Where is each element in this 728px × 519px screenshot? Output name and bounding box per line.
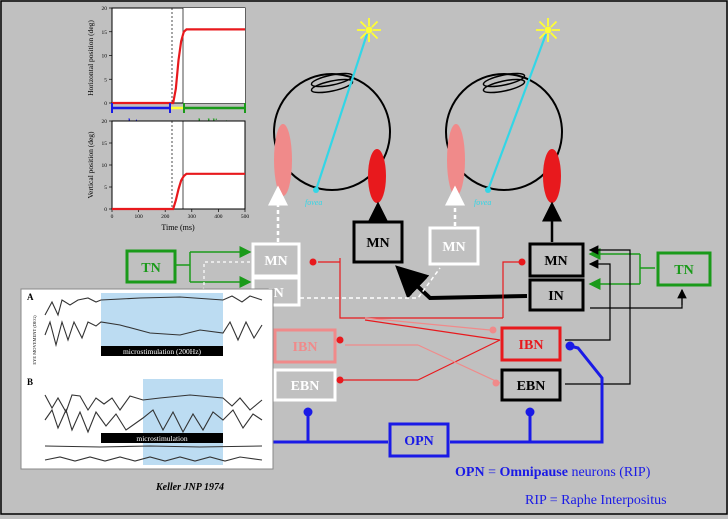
legend-equals: = xyxy=(485,465,500,480)
sun-ray xyxy=(551,33,557,39)
horizontal-y-ticks: 0 5 10 15 20 xyxy=(102,6,113,107)
keller-recording-figure: A B EYE MOVEMENT (DEG) microstimulation … xyxy=(21,289,273,493)
y-tick-label: 20 xyxy=(102,6,108,12)
legend-opn-rest: neurons (RIP) xyxy=(568,465,651,480)
stim-highlight-b xyxy=(143,379,223,465)
stim-label-a: microstimulation (200Hz) xyxy=(123,347,202,356)
tn-left-label: TN xyxy=(141,261,160,276)
tn-right-box: TN xyxy=(658,253,710,285)
legend-opn-abbrev: OPN xyxy=(455,465,485,480)
left-eye-lateral-muscle xyxy=(274,124,292,196)
sun-core xyxy=(545,27,552,34)
x-tick-label: 400 xyxy=(214,214,223,220)
ibn-right-box: IBN xyxy=(502,328,560,360)
tn-right-label: TN xyxy=(674,263,693,278)
sun-ray xyxy=(361,22,367,28)
y-tick-label: 20 xyxy=(102,119,108,125)
x-tick-label: 300 xyxy=(188,214,197,220)
stim-label-b: microstimulation xyxy=(136,434,187,443)
citation: Keller JNP 1974 xyxy=(155,482,224,493)
mn-center-label: MN xyxy=(366,236,389,251)
legend-omnipause: Omnipause xyxy=(499,465,567,480)
panel-a-label: A xyxy=(27,292,34,302)
time-xlabel: Time (ms) xyxy=(161,223,195,232)
ibn-right-label: IBN xyxy=(519,338,544,353)
mn-left-label: MN xyxy=(264,254,287,269)
y-tick-label: 5 xyxy=(104,185,107,191)
sun-core xyxy=(366,27,373,34)
vertical-y-ticks: 0 5 10 15 20 xyxy=(102,119,113,213)
ibn-left-label: IBN xyxy=(293,340,318,355)
mn-center-box: MN xyxy=(354,222,402,262)
horizontal-holding-shade xyxy=(183,8,245,103)
left-line-of-sight xyxy=(316,34,367,190)
sun-ray xyxy=(372,22,378,28)
y-tick-label: 0 xyxy=(104,207,107,213)
right-eye-lateral-muscle xyxy=(543,149,561,203)
left-eye-medial-muscle xyxy=(368,149,386,203)
ibn-left-box: IBN xyxy=(275,330,335,362)
y-tick-label: 15 xyxy=(102,141,108,147)
recording-ylabel: EYE MOVEMENT (DEG) xyxy=(32,315,37,365)
ebn-left-label: EBN xyxy=(291,379,320,394)
visual-target-right-icon xyxy=(536,18,560,42)
x-tick-label: 200 xyxy=(161,214,170,220)
opn-label: OPN xyxy=(404,434,434,449)
tn-left-box: TN xyxy=(127,251,175,282)
right-line-of-sight xyxy=(488,34,546,190)
y-tick-label: 10 xyxy=(102,54,108,60)
y-tick-label: 5 xyxy=(104,77,107,83)
ebn-left-box: EBN xyxy=(275,370,335,400)
y-tick-label: 15 xyxy=(102,30,108,36)
rip-definition: RIP = Raphe Interpositus xyxy=(525,493,667,508)
right-eye-medial-muscle xyxy=(447,124,465,196)
opn-definition: OPN = Omnipause neurons (RIP) xyxy=(455,465,651,480)
vertical-plot-area xyxy=(112,121,245,209)
visual-target-left-icon xyxy=(357,18,381,42)
legend: OPN = Omnipause neurons (RIP) RIP = Raph… xyxy=(455,465,667,508)
fovea-left-label: fovea xyxy=(305,198,322,207)
in-right-box: IN xyxy=(530,280,583,310)
right-eye: fovea xyxy=(446,34,562,207)
x-ticks: 0 100 200 300 400 500 xyxy=(111,209,250,220)
x-tick-label: 0 xyxy=(111,214,114,220)
x-tick-label: 100 xyxy=(134,214,143,220)
vertical-ylabel: Vertical position (deg) xyxy=(86,131,95,199)
sun-ray xyxy=(551,22,557,28)
y-tick-label: 10 xyxy=(102,163,108,169)
mn-right-label: MN xyxy=(544,254,567,269)
sun-ray xyxy=(540,22,546,28)
ebn-right-label: EBN xyxy=(517,379,546,394)
mn-center-white-label: MN xyxy=(442,240,465,255)
mn-left-box: MN xyxy=(253,244,299,276)
mn-center-white-box: MN xyxy=(430,228,478,264)
x-tick-label: 500 xyxy=(241,214,250,220)
panel-b-label: B xyxy=(27,377,33,387)
fovea-right-label: fovea xyxy=(474,198,491,207)
in-right-label: IN xyxy=(548,289,564,304)
left-eye: fovea xyxy=(274,34,390,207)
ebn-right-box: EBN xyxy=(502,370,560,400)
opn-box: OPN xyxy=(390,424,448,456)
mn-right-box: MN xyxy=(530,244,583,276)
y-tick-label: 0 xyxy=(104,101,107,107)
sun-ray xyxy=(372,33,378,39)
horizontal-ylabel: Horizontal position (deg) xyxy=(86,20,95,96)
